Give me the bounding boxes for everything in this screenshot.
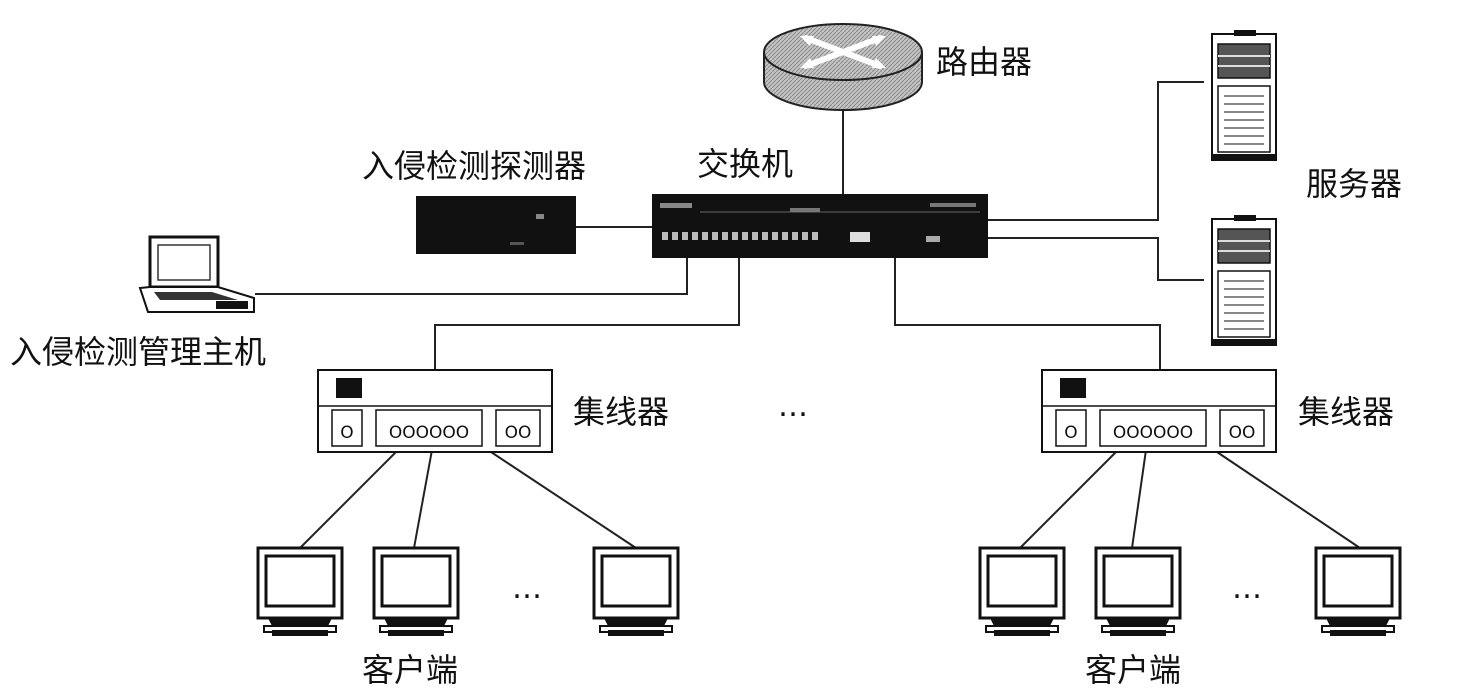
link-switch-hub-right: [894, 256, 1161, 370]
server-bottom-icon: [1211, 214, 1277, 346]
client-left-1-icon: [256, 546, 344, 638]
link-switch-hub-left: [434, 256, 740, 370]
ids-manager-label: 入侵检测管理主机: [10, 333, 267, 371]
hub-left-port-multi: OOOOOO: [389, 423, 469, 443]
client-right-3-icon: [1314, 546, 1402, 638]
link-hub-right-client-2: [1131, 449, 1147, 549]
client-left-2-icon: [372, 546, 460, 638]
link-hub-left-client-3: [487, 449, 637, 549]
client-right-label: 客户端: [1085, 651, 1182, 689]
client-left-ellipsis: …: [512, 571, 544, 606]
ids-sensor-label: 入侵检测探测器: [362, 147, 587, 185]
hub-right-port-multi: OOOOOO: [1113, 423, 1193, 443]
connection-lines: [255, 81, 1361, 549]
router-label: 路由器: [936, 43, 1033, 81]
hub-left-port-single: O: [340, 423, 353, 443]
laptop-icon: [138, 235, 255, 313]
hub-ellipsis: …: [778, 389, 810, 424]
server-top-icon: [1211, 29, 1277, 161]
switch-icon: [652, 194, 988, 258]
hub-right-port-single: O: [1064, 423, 1077, 443]
client-right-1-icon: [978, 546, 1066, 638]
switch-label: 交换机: [697, 145, 794, 183]
hub-left-port-double: OO: [505, 423, 532, 443]
hub-right-port-double: OO: [1229, 423, 1256, 443]
client-right-2-icon: [1094, 546, 1182, 638]
hub-right-label: 集线器: [1298, 393, 1395, 431]
link-hub-right-client-3: [1213, 449, 1361, 549]
link-hub-right-client-1: [1019, 449, 1119, 549]
router-icon: [763, 23, 923, 111]
ids-sensor-icon: [416, 196, 576, 254]
client-left-label: 客户端: [362, 651, 459, 689]
link-hub-left-client-1: [299, 449, 399, 549]
client-right-ellipsis: …: [1232, 571, 1264, 606]
server-label: 服务器: [1306, 165, 1403, 203]
link-switch-server-top: [988, 81, 1204, 221]
link-switch-server-bottom: [988, 237, 1204, 281]
client-left-3-icon: [592, 546, 680, 638]
link-manager-switch: [255, 256, 688, 295]
link-hub-left-client-2: [413, 449, 433, 549]
hub-left-label: 集线器: [573, 393, 670, 431]
